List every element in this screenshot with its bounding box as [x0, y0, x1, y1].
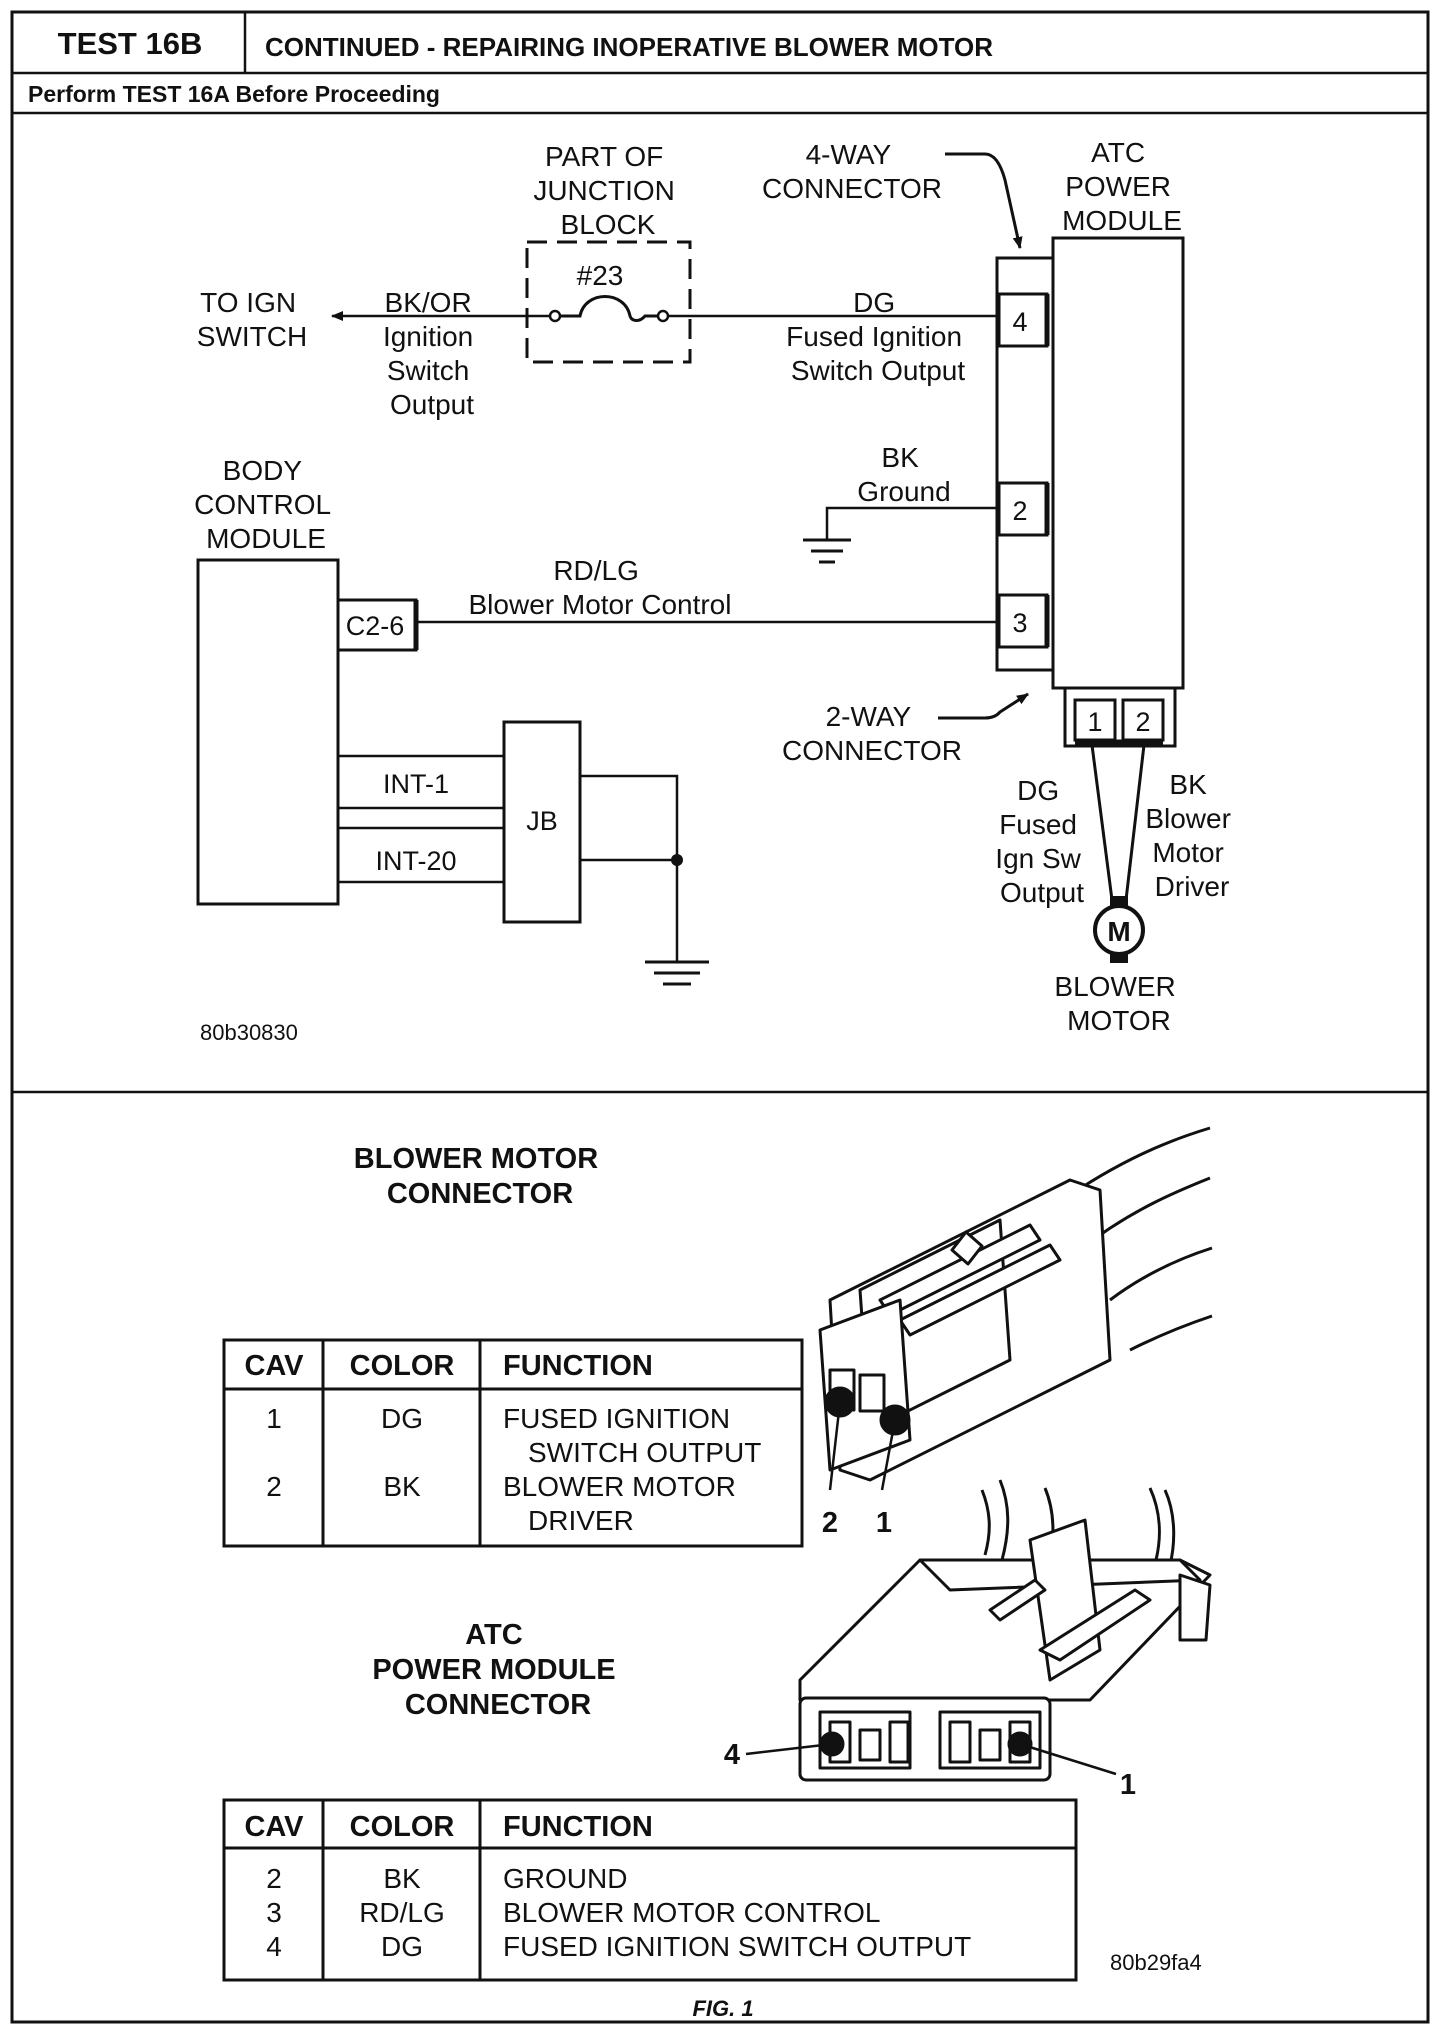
jb-ground-wire [580, 774, 679, 962]
ground-symbol-upper [803, 538, 851, 564]
dg-fused-ignition-label: DG Fused Ignition Switch Output [786, 287, 970, 386]
blower-table-header-function: FUNCTION [503, 1350, 653, 1382]
junction-block-outline [525, 240, 692, 364]
test-label: TEST 16B [58, 26, 203, 61]
svg-text:2: 2 [1012, 496, 1027, 526]
blower-pin-2-leader [828, 1401, 842, 1491]
page-frame [10, 10, 1430, 2024]
atc-connector-illustration [798, 1479, 1212, 1782]
wiring-diagram: PART OF JUNCTION BLOCK #23 TO IGN SWITCH… [194, 137, 1238, 1045]
atc-row-2-color: RD/LG [359, 1897, 445, 1928]
atc-row-1-color: BK [383, 1863, 421, 1894]
c2-6-connector [336, 598, 418, 652]
body-control-module-label: BODY CONTROL MODULE [194, 455, 338, 554]
pin-b2: 2 [1121, 698, 1165, 742]
blower-pin-1-label: 1 [876, 1507, 892, 1539]
diagram-figure-id: 80b30830 [200, 1020, 298, 1045]
atc-row-2-cav: 3 [266, 1897, 282, 1928]
atc-table-header-function: FUNCTION [503, 1811, 653, 1843]
bk-ground-label: BK Ground [857, 442, 950, 507]
atc-row-1-function: GROUND [503, 1863, 627, 1894]
blower-row-1-color: DG [381, 1403, 423, 1434]
ign-switch-label: TO IGN SWITCH [197, 287, 307, 352]
blower-table-header-cav: CAV [244, 1350, 304, 1382]
atc-row-3-cav: 4 [266, 1931, 282, 1962]
int-1-label: INT-1 [383, 769, 449, 799]
bk-blower-motor-driver-label: BK Blower Motor Driver [1145, 769, 1238, 902]
int-20-label: INT-20 [375, 846, 456, 876]
connector-figure-id: 80b29fa4 [1110, 1950, 1202, 1975]
atc-connector-table: CAV COLOR FUNCTION 2 BK GROUND 3 RD/LG B… [222, 1798, 1078, 1982]
atc-pin-1-label: 1 [1120, 1769, 1136, 1801]
four-way-connector-label: 4-WAY CONNECTOR [762, 139, 942, 204]
bk-or-label: BK/OR Ignition Switch Output [383, 287, 481, 420]
fuse-label: #23 [577, 260, 624, 291]
blower-pin-1-leader [880, 1419, 897, 1491]
two-way-connector-label: 2-WAY CONNECTOR [782, 701, 962, 766]
atc-table-header-cav: CAV [244, 1811, 304, 1843]
figure-caption: FIG. 1 [692, 1996, 753, 2021]
svg-text:1: 1 [1087, 707, 1102, 737]
blower-motor-symbol: M [1093, 896, 1145, 963]
jb-block [502, 720, 582, 924]
fuse-symbol [548, 295, 670, 323]
atc-row-3-color: DG [381, 1931, 423, 1962]
four-way-arrow [945, 152, 1023, 249]
dg-fused-ign-sw-label: DG Fused Ign Sw Output [995, 775, 1088, 908]
atc-row-3-function: FUSED IGNITION SWITCH OUTPUT [503, 1931, 971, 1962]
blower-row-2-color: BK [383, 1471, 421, 1502]
pin-4: 4 [997, 292, 1050, 348]
svg-text:3: 3 [1012, 608, 1027, 638]
svg-text:4: 4 [1012, 307, 1027, 337]
bk-motor-wire [1124, 744, 1146, 901]
blower-row-1-cav: 1 [266, 1403, 282, 1434]
atc-table-header-color: COLOR [350, 1811, 455, 1843]
pin-b1: 1 [1073, 698, 1117, 742]
dg-motor-wire [1090, 744, 1114, 901]
blower-pin-2-label: 2 [822, 1507, 838, 1539]
blower-row-2-function: BLOWER MOTOR DRIVER [503, 1471, 744, 1536]
atc-pin-1-leader [1019, 1742, 1117, 1776]
blower-table-header-color: COLOR [350, 1350, 455, 1382]
junction-block-label: PART OF JUNCTION BLOCK [533, 141, 682, 240]
page-title: CONTINUED - REPAIRING INOPERATIVE BLOWER… [265, 32, 993, 62]
svg-text:M: M [1107, 916, 1130, 947]
bk-ground-wire [825, 506, 997, 540]
atc-power-module-label: ATC POWER MODULE [1062, 137, 1182, 236]
two-way-arrow [938, 692, 1029, 720]
blower-row-1-function: FUSED IGNITION SWITCH OUTPUT [503, 1403, 761, 1468]
c2-6-label: C2-6 [346, 611, 405, 641]
atc-connector-title: ATC POWER MODULE CONNECTOR [372, 1619, 623, 1721]
blower-motor-label: BLOWER MOTOR [1054, 971, 1183, 1036]
blower-connector-title: BLOWER MOTOR CONNECTOR [354, 1143, 606, 1210]
blower-row-2-cav: 2 [266, 1471, 282, 1502]
connectors-section: BLOWER MOTOR CONNECTOR CAV COLOR FUNCTIO… [222, 1126, 1213, 2021]
svg-text:2: 2 [1135, 707, 1150, 737]
body-control-module [196, 558, 340, 906]
splice-dot [671, 854, 683, 866]
atc-row-2-function: BLOWER MOTOR CONTROL [503, 1897, 881, 1928]
rd-lg-label: RD/LG Blower Motor Control [469, 555, 732, 620]
jb-label: JB [526, 806, 558, 836]
ground-symbol-lower [645, 960, 709, 986]
atc-row-1-cav: 2 [266, 1863, 282, 1894]
page-subtitle: Perform TEST 16A Before Proceeding [28, 81, 440, 107]
atc-pin-4-leader [745, 1742, 833, 1756]
blower-connector-illustration [818, 1126, 1213, 1482]
header: TEST 16B CONTINUED - REPAIRING INOPERATI… [12, 12, 1428, 115]
blower-connector-table: CAV COLOR FUNCTION 1 DG FUSED IGNITION S… [222, 1338, 804, 1548]
atc-power-module-body [1051, 236, 1185, 690]
pin-3: 3 [997, 593, 1050, 649]
pin-2: 2 [997, 481, 1050, 537]
atc-pin-4-label: 4 [724, 1739, 740, 1771]
